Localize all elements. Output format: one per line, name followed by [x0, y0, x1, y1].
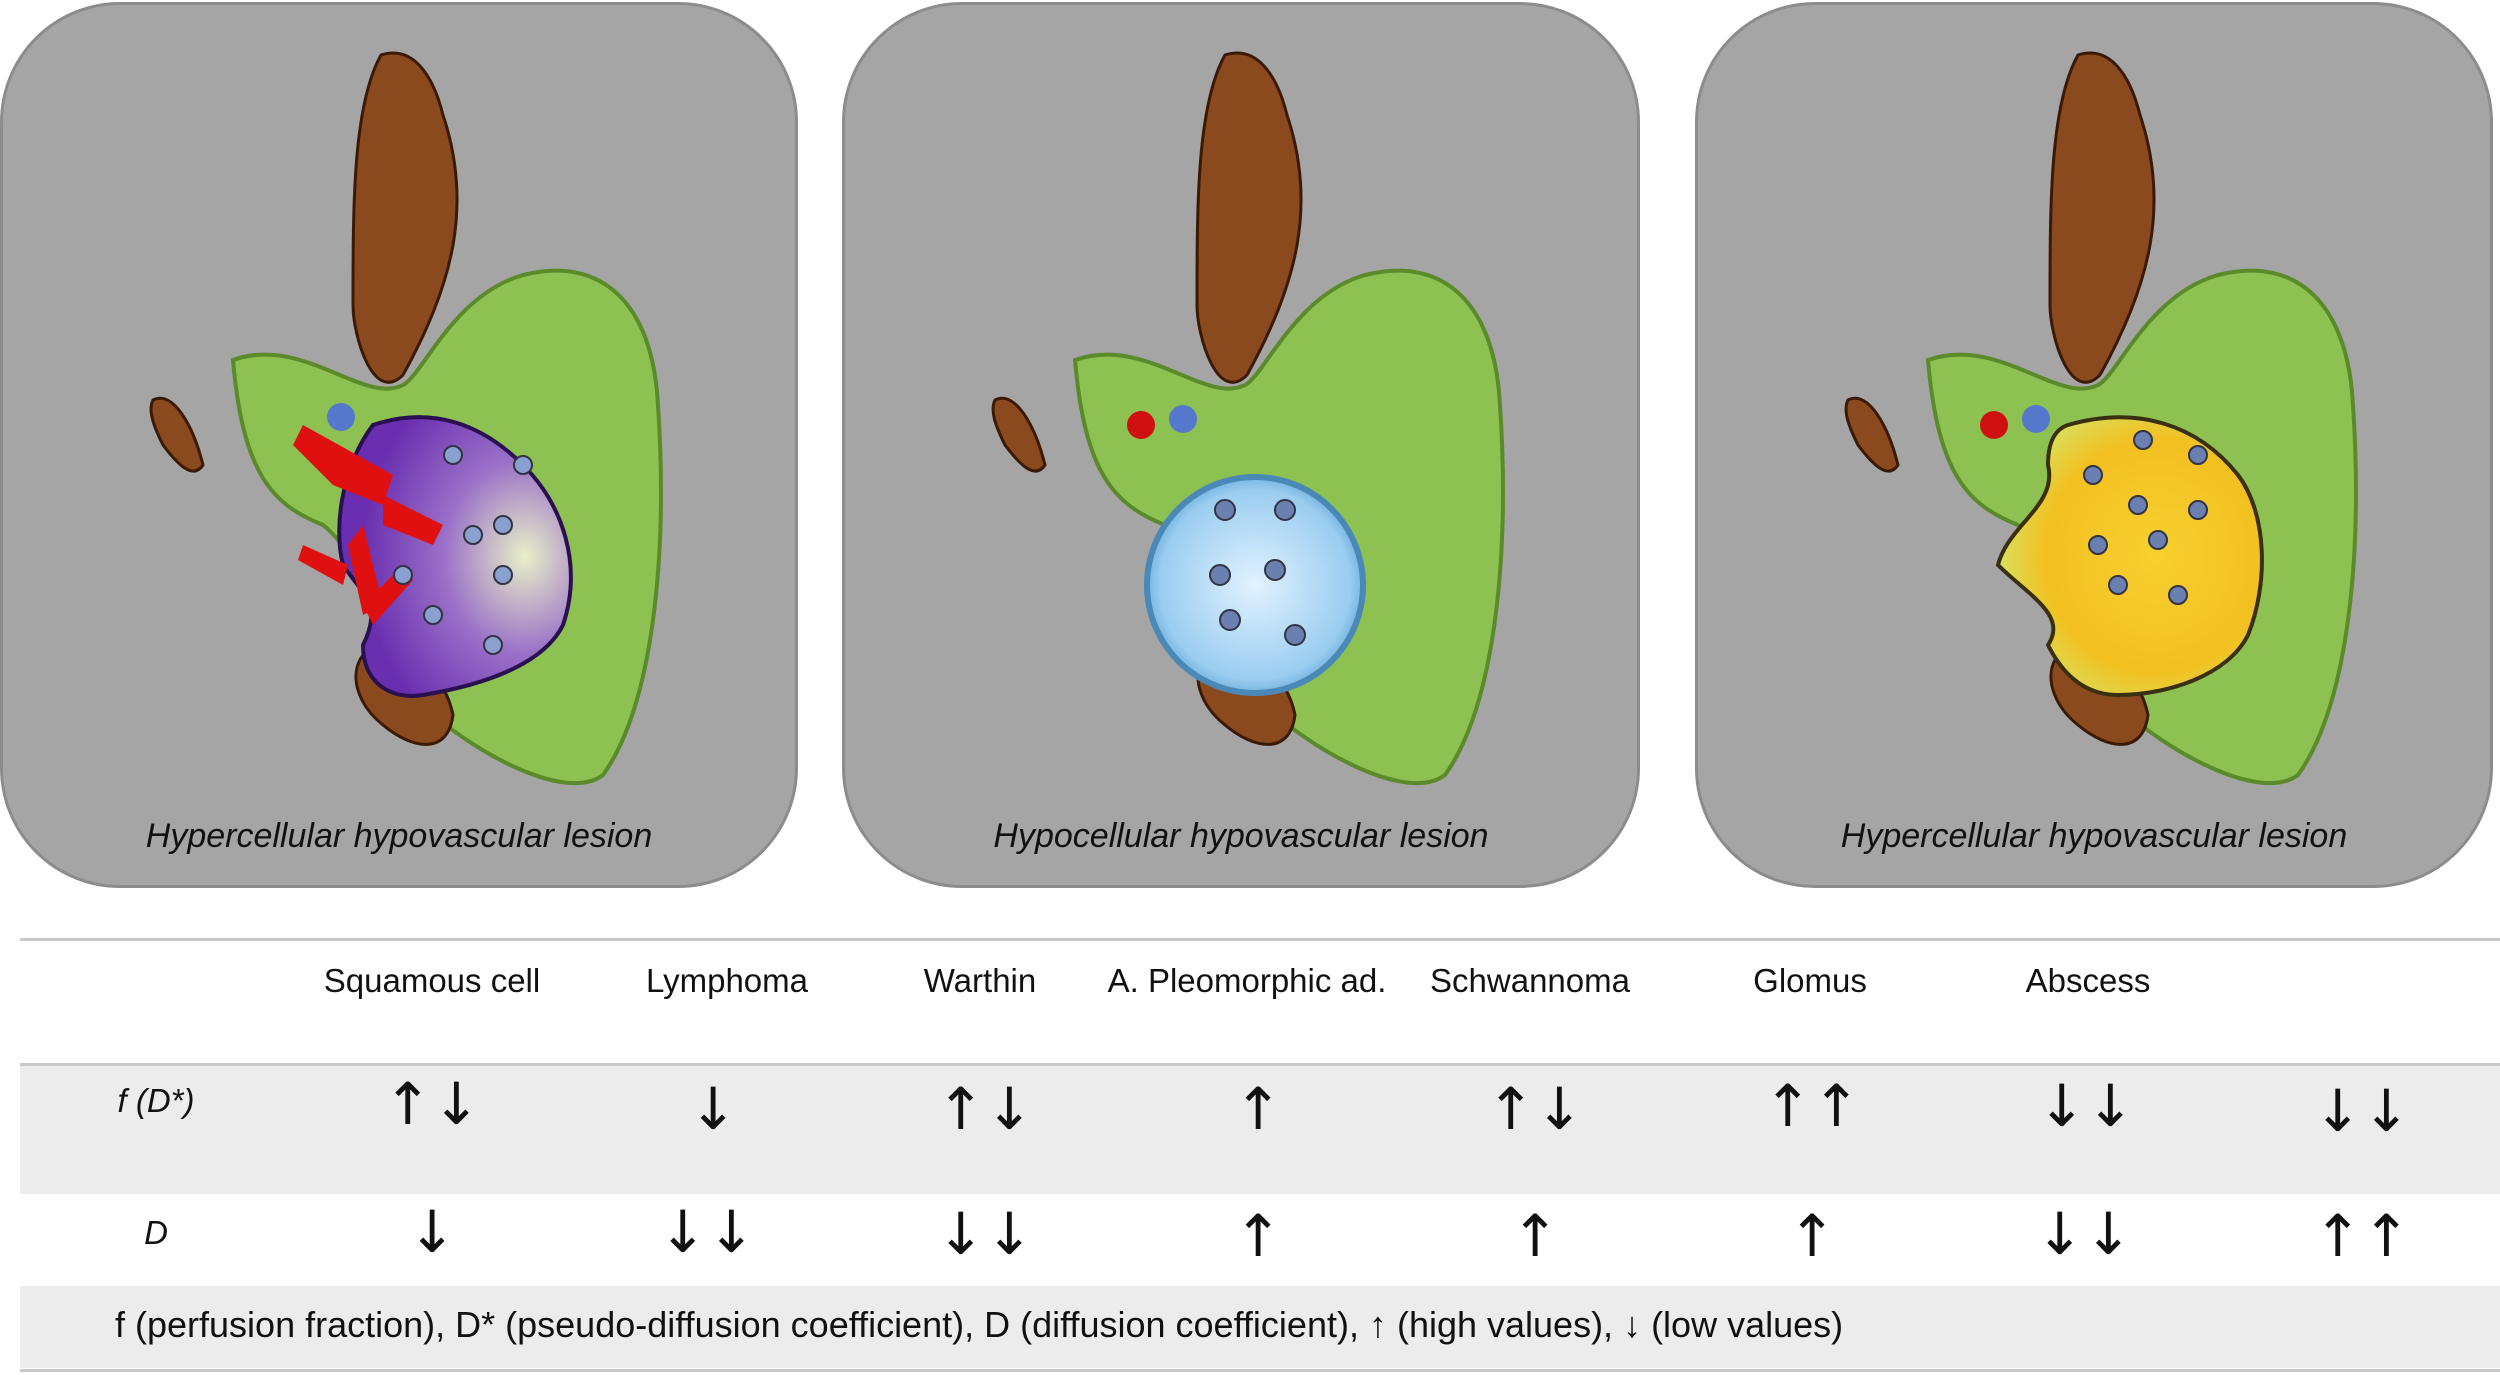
- panel-caption: Hypercellular hypovascular lesion: [145, 817, 653, 855]
- cell-f-glomus: ↑↑: [1763, 1072, 1861, 1140]
- node-blue: [1169, 405, 1197, 433]
- node-blue: [327, 403, 355, 431]
- abscess-lesion: [1995, 415, 2264, 698]
- node-red: [1127, 411, 1155, 439]
- legend-band: [20, 1286, 2500, 1368]
- table-top-rule: [20, 938, 2500, 941]
- bone-small: [991, 396, 1047, 473]
- node-blue: [2022, 405, 2050, 433]
- panel-illustration: [1844, 51, 2358, 786]
- panel-caption: Hypocellular hypovascular lesion: [993, 817, 1489, 855]
- cell-f-schwannoma: ↑↓: [1486, 1075, 1584, 1143]
- col-header-pleomorphic: A. Pleomorphic ad.: [1107, 962, 1387, 999]
- cells: [2083, 430, 2208, 605]
- cell-d-squamous: ↓: [407, 1198, 457, 1266]
- col-header-warthin: Warthin: [923, 962, 1037, 999]
- cell-d-lymphoma: ↓↓: [658, 1198, 756, 1266]
- cyst-lesion: [1144, 474, 1366, 696]
- row-label-d: D: [144, 1214, 168, 1251]
- cells: [393, 445, 533, 655]
- node-red: [1980, 411, 2008, 439]
- table-legend: f (perfusion fraction), D* (pseudo-diffu…: [115, 1304, 1844, 1345]
- cell-d-extra: ↑↑: [2313, 1202, 2411, 1270]
- panel-illustration: [149, 51, 663, 786]
- cell-f-abscess: ↓↓: [2037, 1072, 2135, 1140]
- cell-d-abscess: ↓↓: [2035, 1200, 2133, 1268]
- cell-f-squamous: ↑↓: [383, 1070, 481, 1138]
- cell-d-warthin: ↓↓: [936, 1200, 1034, 1268]
- bone-upper: [1195, 51, 1303, 384]
- cell-f-warthin: ↑↓: [936, 1075, 1034, 1143]
- cells: [1209, 499, 1306, 646]
- cell-d-glomus: ↑: [1787, 1202, 1837, 1270]
- bone-upper: [351, 51, 459, 384]
- cell-d-pleomorphic: ↑: [1233, 1202, 1283, 1270]
- col-header-lymphoma: Lymphoma: [645, 962, 809, 999]
- col-header-glomus: Glomus: [1753, 962, 1867, 999]
- row-label-f: f (D*): [117, 1082, 195, 1119]
- panel-hypercellular-vascular: Hypercellular hypovascular lesion: [0, 2, 798, 888]
- panel-illustration: [991, 51, 1505, 786]
- panel-hypocellular: Hypocellular hypovascular lesion: [842, 2, 1640, 888]
- bone-small: [1844, 396, 1900, 473]
- row-band-f: [20, 1066, 2500, 1194]
- cell-d-schwannoma: ↑: [1510, 1202, 1560, 1270]
- panel-abscess: Hypercellular hypovascular lesion: [1695, 2, 2493, 888]
- table-bottom-rule: [20, 1369, 2500, 1372]
- bone-small: [149, 396, 205, 473]
- col-header-schwannoma: Schwannoma: [1430, 962, 1630, 999]
- col-header-abscess: Abscess: [2025, 962, 2151, 999]
- table-mid-rule: [20, 1063, 2500, 1066]
- cell-f-lymphoma: ↓: [688, 1075, 738, 1143]
- bone-upper: [2048, 51, 2156, 384]
- cell-f-pleomorphic: ↑: [1233, 1075, 1283, 1143]
- panel-caption: Hypercellular hypovascular lesion: [1840, 817, 2348, 855]
- cell-f-extra: ↓↓: [2313, 1077, 2411, 1145]
- col-header-squamous: Squamous cell: [323, 962, 541, 999]
